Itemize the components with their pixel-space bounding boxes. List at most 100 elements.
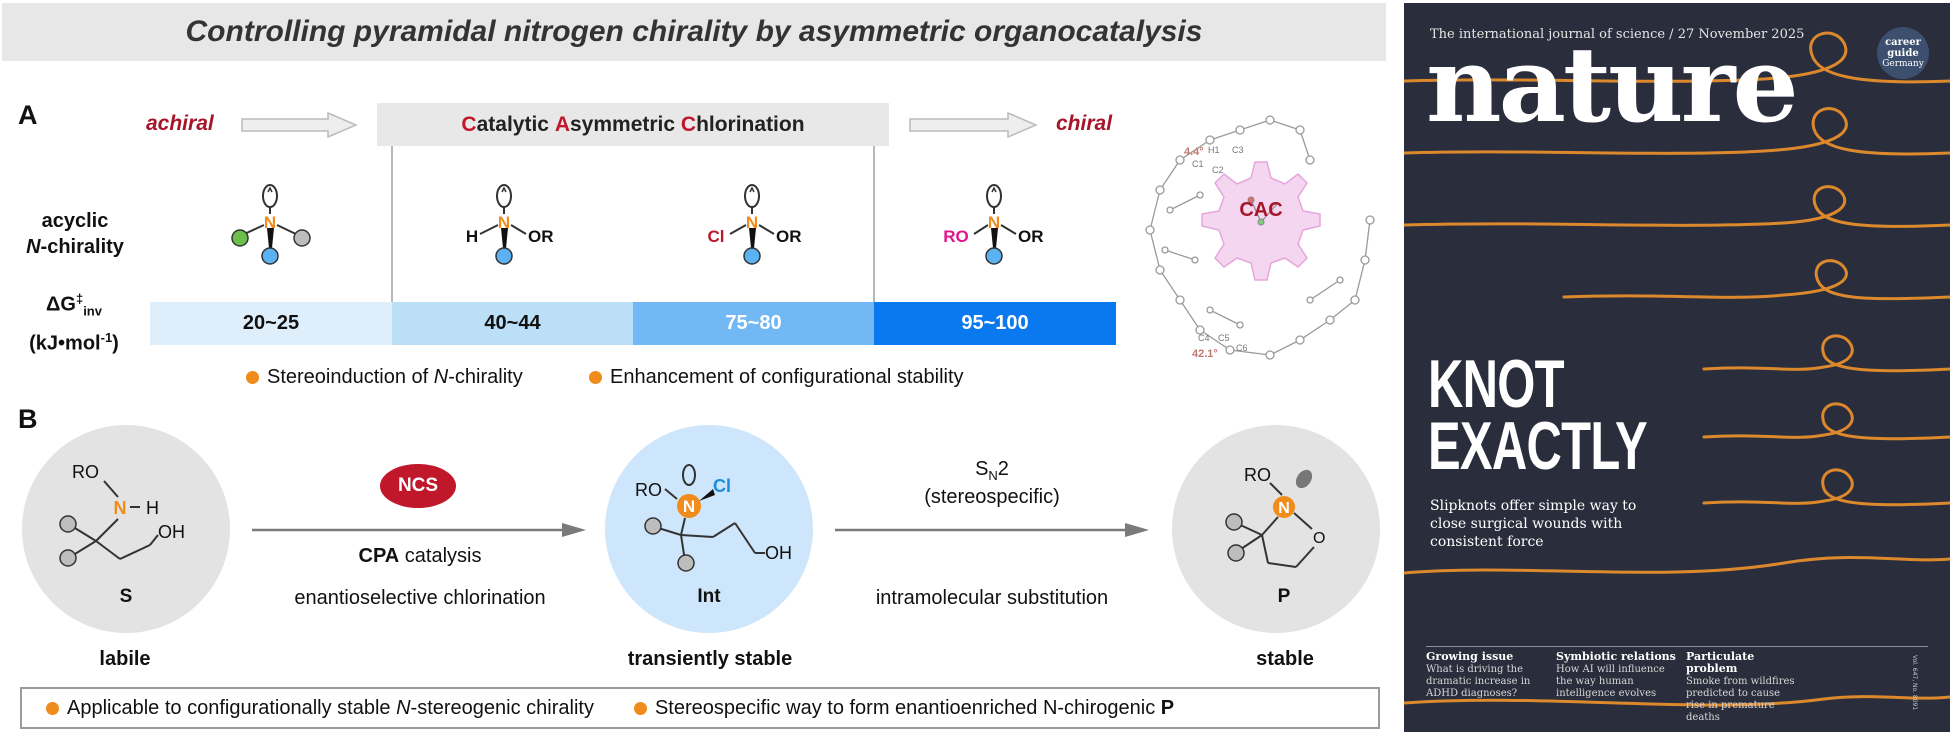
teaser-3: Particulate problem Smoke from wildfires… <box>1686 651 1802 724</box>
m4-right: OR <box>1018 227 1044 246</box>
chiral-arrow <box>909 112 1038 138</box>
energy-cell-4: 95~100 <box>874 302 1116 345</box>
arrow-1 <box>252 523 586 537</box>
m3-right: OR <box>776 227 802 246</box>
molecule-achiral: N <box>231 184 311 265</box>
career-guide-badge: career guide Germany <box>1877 27 1929 79</box>
summary-stereospecific: Stereospecific way to form enantioenrich… <box>633 696 1175 720</box>
summary-box: Applicable to configurationally stable N… <box>20 687 1380 729</box>
atom-h1: H1 <box>1208 145 1220 155</box>
legend-stereoinduction: Stereoinduction of N-chirality <box>246 366 523 389</box>
divider-1 <box>391 146 393 302</box>
teaser-3-title: Particulate problem <box>1686 650 1755 675</box>
cac-gear-label: CAC <box>1239 199 1282 221</box>
row-label-chirality-suffix: -chirality <box>40 236 124 258</box>
cover-subhead: Slipknots offer simple way to close surg… <box>1430 498 1637 550</box>
int-label: Int <box>697 586 721 607</box>
m4-left: RO <box>943 227 969 246</box>
molecule-hn-or: N H OR <box>466 184 554 265</box>
svg-text:N: N <box>264 213 276 232</box>
achiral-arrow <box>241 112 358 138</box>
int-n: N <box>683 497 695 516</box>
headline-line-2: EXACTLY <box>1428 408 1648 484</box>
legend-1-post: -chirality <box>448 366 523 388</box>
arrow2-below: intramolecular substitution <box>875 587 1109 609</box>
atom-c6: C6 <box>1236 343 1248 353</box>
p-n: N <box>1278 500 1290 517</box>
molecule-int: RO N Cl OH Int <box>635 464 792 607</box>
orange-bullet-icon <box>46 701 59 715</box>
atom-c5: C5 <box>1218 333 1230 343</box>
energy-symbol: ΔG‡inv <box>46 291 102 319</box>
summary-1-post: -stereogenic chirality <box>410 696 594 719</box>
int-caption: transiently stable <box>627 648 793 670</box>
row-label-n: N <box>26 236 41 258</box>
p-o: O <box>1313 530 1325 547</box>
energy-cell-3: 75~80 <box>633 302 874 345</box>
nature-logo: nature <box>1426 23 1799 146</box>
orange-bullet-icon <box>589 371 602 384</box>
teaser-1-title: Growing issue <box>1426 650 1514 663</box>
m2-left: H <box>466 227 478 246</box>
row-label-acyclic: acyclic <box>41 210 109 232</box>
row-label-chirality: acyclic N-chirality <box>10 208 140 260</box>
p-caption: stable <box>1256 648 1314 670</box>
m3-n: N <box>746 213 758 232</box>
sn2-2: 2 <box>997 458 1009 480</box>
title-bar: Controlling pyramidal nitrogen chirality… <box>2 3 1386 61</box>
s-label: S <box>120 586 133 607</box>
teaser-3-text: Smoke from wildfires predicted to cause … <box>1686 676 1795 723</box>
circle-int <box>605 425 813 633</box>
teaser-2: Symbiotic relations How AI will influenc… <box>1556 651 1676 700</box>
sn2-n: N <box>988 468 998 483</box>
summary-1-pre: Applicable to configurationally stable <box>67 696 397 719</box>
s-caption: labile <box>99 648 151 670</box>
arrow2-sn2: SN2 <box>872 458 1112 483</box>
m2-n: N <box>498 213 510 232</box>
s-ro: RO <box>72 462 99 482</box>
cover-headline: KNOT EXACTLY <box>1428 346 1648 484</box>
cac-c1: C <box>461 112 477 136</box>
cac-r3: hlorination <box>696 112 805 136</box>
badge-line-3: Germany <box>1882 58 1924 69</box>
energy-cell-1: 20~25 <box>150 302 392 345</box>
m2-right: OR <box>528 227 554 246</box>
atom-c3: C3 <box>1232 145 1244 155</box>
cac-c3: C <box>680 112 697 136</box>
badge-line-1: career <box>1885 36 1921 48</box>
int-oh: OH <box>765 543 792 563</box>
p-label: P <box>1278 586 1291 607</box>
panel-b-letter: B <box>18 404 38 434</box>
legend-2-text: Enhancement of configurational stability <box>610 366 964 388</box>
row-label-energy: ΔG‡inv (kJ•mol-1) <box>12 286 136 356</box>
molecule-ron-or: N RO OR <box>943 184 1044 265</box>
row-label-n-chirality: N-chirality <box>10 234 140 260</box>
molecule-s: RO N H OH S <box>59 462 185 607</box>
summary-2-pre: Stereospecific way to form enantioenrich… <box>654 696 1161 719</box>
teaser-1: Growing issue What is driving the dramat… <box>1426 651 1546 700</box>
molecule-cln-or: N Cl OR <box>708 184 802 265</box>
cac-r1: atalytic <box>476 112 555 136</box>
nature-cover: The international journal of science / 2… <box>1404 3 1950 732</box>
teaser-2-title: Symbiotic relations <box>1556 650 1676 663</box>
summary-2-bold: P <box>1160 696 1175 719</box>
molecule-p: RO N O P <box>1225 465 1325 607</box>
crystal-structure: CAC 4.4° H1 C1 C2 C3 C4 C5 C6 42.1° <box>1145 115 1375 360</box>
knot-strands <box>1404 31 1950 707</box>
ncs-reagent: NCS <box>380 464 456 508</box>
orange-bullet-icon <box>633 701 647 715</box>
figure-title: Controlling pyramidal nitrogen chirality… <box>185 15 1203 48</box>
angle-2: 42.1° <box>1192 348 1218 360</box>
arrow-2 <box>835 523 1149 537</box>
sn2-s: S <box>975 458 989 480</box>
arrow1-below: enantioselective chlorination <box>294 587 546 609</box>
headline-line-1: KNOT <box>1428 346 1565 422</box>
cover-tagline: The international journal of science / 2… <box>1430 27 1805 42</box>
m3-left: Cl <box>708 227 725 246</box>
cac-c2: A <box>554 112 570 136</box>
s-h: H <box>146 498 159 518</box>
orange-bullet-icon <box>246 371 259 384</box>
legend-1-pre: Stereoinduction of <box>267 366 434 388</box>
badge-line-2: guide <box>1887 47 1919 59</box>
angle-1: 4.4° <box>1184 146 1204 158</box>
